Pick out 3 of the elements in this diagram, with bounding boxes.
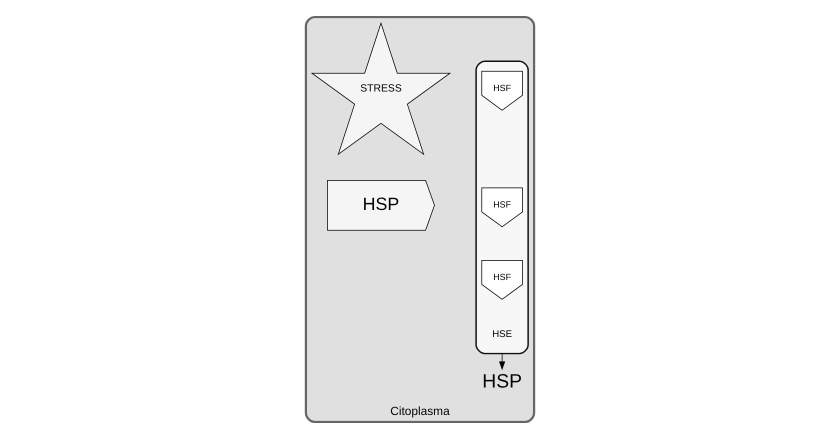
node-text: HSE (492, 328, 512, 340)
node-text: HSP (482, 372, 522, 393)
cluster (475, 60, 529, 354)
